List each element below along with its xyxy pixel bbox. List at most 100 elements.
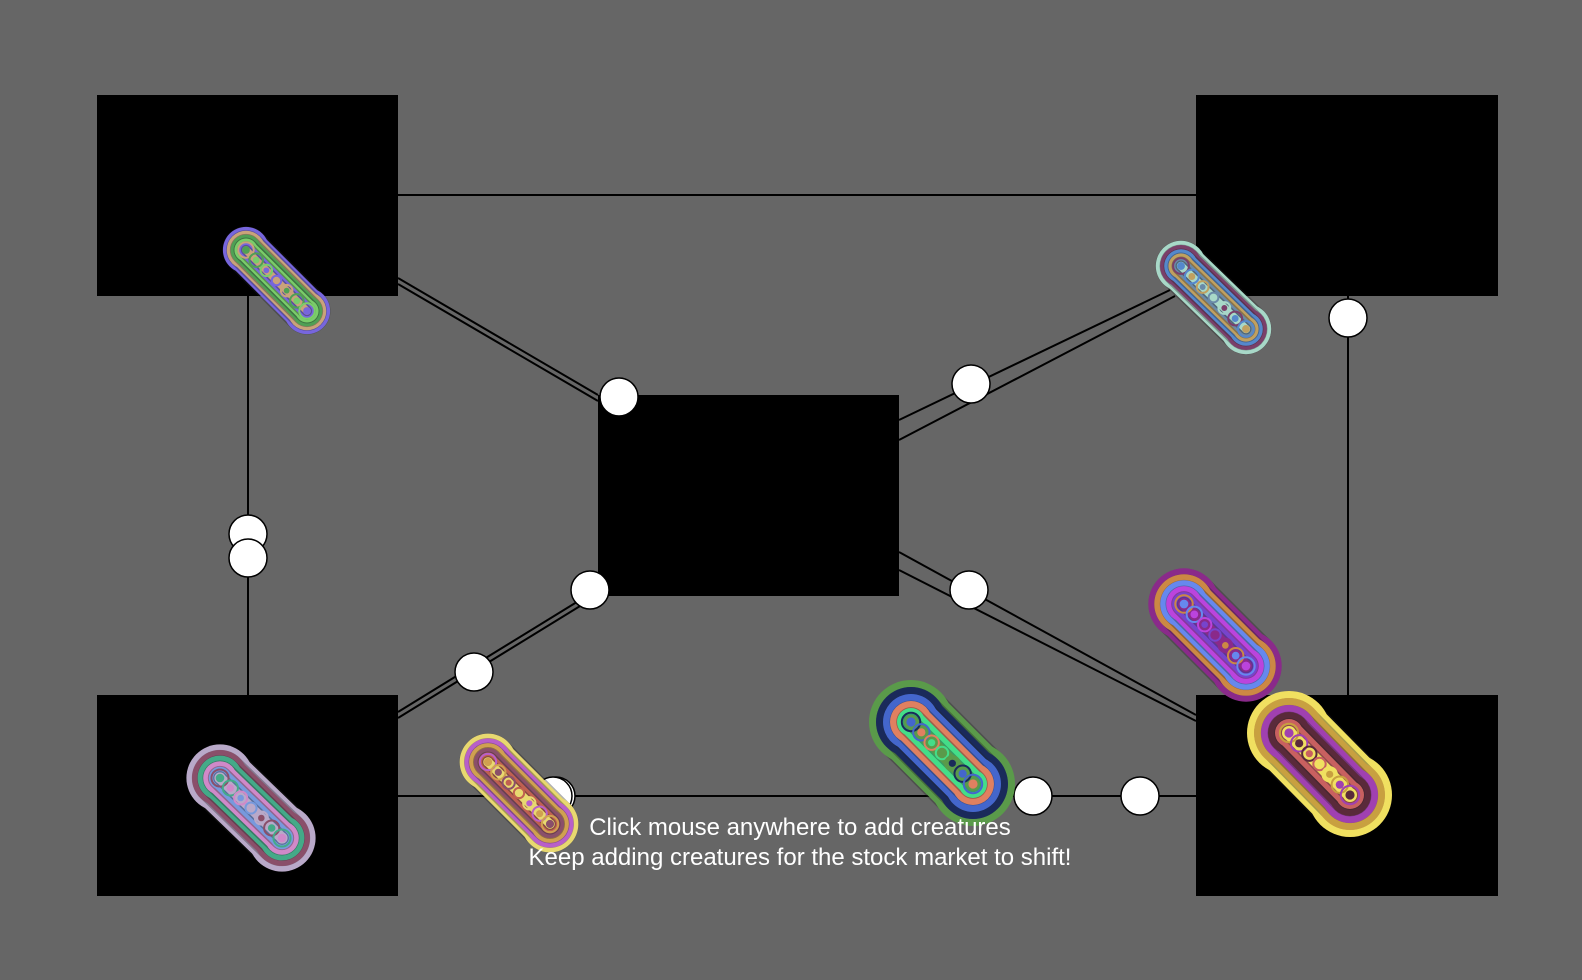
creature-segment [512, 786, 526, 800]
creature-segment [1278, 722, 1300, 744]
creature-segment-core [274, 278, 279, 283]
creature-segment [1195, 280, 1210, 294]
creature-segment [248, 252, 264, 268]
creature-segment-core [1345, 790, 1355, 800]
creature-segment-core [545, 819, 555, 829]
creature-segment-core [906, 717, 916, 727]
creature-segment [210, 768, 230, 788]
creature-segment-core [1221, 305, 1228, 311]
creature-segment-core [1201, 621, 1209, 629]
creature-segment [944, 755, 961, 772]
creature-segment-core [948, 759, 956, 767]
creature-segment [1321, 766, 1338, 783]
creature-segment-core [267, 824, 276, 832]
creature-segment-core [242, 246, 250, 254]
creature-segment-core [1326, 770, 1334, 778]
creature-segment [934, 745, 950, 761]
creature-segment [1226, 646, 1245, 665]
creature-segment [289, 293, 305, 309]
creature-segment-core [258, 814, 265, 822]
connector-node [570, 570, 610, 610]
creature-segment-core [1316, 760, 1323, 768]
creature-segment-core [252, 256, 260, 264]
creature-segment [263, 819, 281, 837]
creature-segment-core [1305, 750, 1313, 758]
creature-segment-core [277, 833, 287, 843]
connector-node [454, 652, 494, 692]
creature-segment [1172, 257, 1190, 275]
creature-segment-core [1335, 780, 1344, 789]
creature-segment-core [1177, 262, 1185, 270]
creature-segment [279, 283, 294, 298]
connector-node [599, 377, 639, 417]
creature-segment [244, 801, 258, 815]
connector-line [898, 569, 1197, 722]
creature-segment [1185, 605, 1204, 624]
creature-segment [1207, 291, 1220, 304]
connector-line [397, 283, 599, 402]
creature-segment [1339, 784, 1361, 806]
creature-segment-core [1211, 295, 1216, 300]
connector-node [951, 364, 991, 404]
creature-segment-core [237, 794, 244, 802]
creature-segment-core [263, 267, 270, 274]
creature-segment [1217, 301, 1232, 315]
creature-segment [1237, 320, 1255, 338]
connector-node [228, 538, 268, 578]
creature-segment-core [303, 307, 311, 315]
connector-line [397, 588, 599, 713]
creature [869, 680, 1015, 826]
creature-segment-core [226, 784, 235, 792]
creature-segment-core [928, 739, 936, 747]
connector-line [898, 295, 1176, 441]
creature-segment-core [215, 773, 225, 783]
creature [1155, 240, 1272, 355]
creature-segment-core [1188, 273, 1196, 280]
creature-segment [221, 779, 239, 797]
creature-segment [298, 302, 316, 320]
creature-segment [1183, 268, 1200, 285]
creature-segment [912, 723, 931, 742]
creature-segment [1301, 745, 1318, 762]
creature-segment [1174, 594, 1194, 614]
creature-segment [233, 790, 249, 806]
creature-segment [962, 773, 984, 795]
creature-segment-core [958, 769, 967, 778]
creature-segment [1208, 628, 1222, 642]
creature-segment [501, 775, 516, 790]
creatures [186, 226, 1392, 872]
creature [186, 744, 316, 872]
creature-segment [253, 810, 269, 826]
creature-segment [1227, 310, 1244, 327]
creature [459, 733, 579, 853]
market-box-top-right [1196, 95, 1498, 296]
creature-segment-core [1190, 610, 1199, 619]
creature-segment-core [293, 297, 301, 305]
connector-node [1120, 776, 1160, 816]
creature-segment-core [1179, 599, 1189, 609]
creature-segment [900, 711, 922, 733]
creature-segment-core [494, 768, 502, 776]
creature-segment-core [1231, 651, 1240, 660]
creature-segment-core [1221, 641, 1229, 649]
creature-segment-core [917, 728, 926, 737]
creature-segment [1217, 637, 1234, 654]
creature-segment [531, 805, 548, 822]
creature [1148, 568, 1282, 702]
market-box-center [598, 395, 899, 596]
connector-line [898, 551, 1197, 716]
connector-node [949, 570, 989, 610]
creature-segment [953, 764, 972, 783]
creature-segment [272, 828, 292, 848]
connector-line [397, 277, 599, 396]
creature-segment-core [938, 749, 946, 757]
creature-segment [1312, 756, 1327, 772]
creature-segment [540, 814, 560, 834]
creature-segment-core [1284, 728, 1294, 738]
creature-segment-core [1212, 632, 1218, 638]
creature-segment-core [248, 805, 254, 811]
connector-line [397, 594, 599, 719]
creature-segment-core [526, 800, 533, 807]
